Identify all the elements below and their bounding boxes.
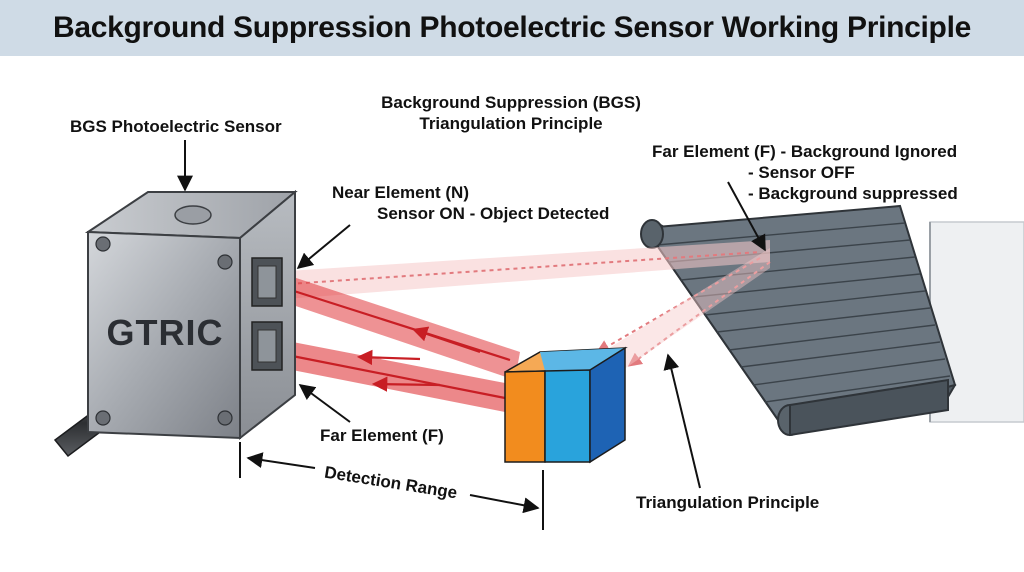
near-element-label: Near Element (N) Sensor ON - Object Dete… xyxy=(332,182,609,224)
callout-arrows xyxy=(177,140,766,489)
screw-icon xyxy=(95,236,111,252)
screw-icon xyxy=(217,254,233,270)
detection-beams xyxy=(271,270,520,412)
title-bar: Background Suppression Photoelectric Sen… xyxy=(0,0,1024,56)
near-element-line2: Sensor ON - Object Detected xyxy=(377,204,610,223)
screw-icon xyxy=(95,410,111,426)
bgs-title-line1: Background Suppression (BGS) xyxy=(381,93,641,112)
sensor-top-button xyxy=(174,205,212,225)
far-background-line1: Far Element (F) - Background Ignored xyxy=(652,142,958,161)
detection-range-dimension xyxy=(239,442,544,530)
far-background-label: Far Element (F) - Background Ignored - S… xyxy=(652,141,958,204)
bgs-title-line2: Triangulation Principle xyxy=(419,114,603,133)
sensor-body xyxy=(84,189,298,441)
background-beams xyxy=(272,240,771,372)
triangulation-label: Triangulation Principle xyxy=(636,493,820,512)
sensor-label: BGS Photoelectric Sensor xyxy=(70,117,282,136)
page-title: Background Suppression Photoelectric Sen… xyxy=(53,11,971,44)
detection-range-label: Detection Range xyxy=(323,463,458,503)
brand-logo: GTRIC xyxy=(107,312,224,353)
target-cube xyxy=(504,346,628,464)
near-element-line1: Near Element (N) xyxy=(332,183,469,202)
far-background-line2: - Sensor OFF xyxy=(748,163,855,182)
far-element-label: Far Element (F) xyxy=(320,426,444,445)
bgs-title: Background Suppression (BGS) Triangulati… xyxy=(366,92,656,134)
far-background-line3: - Background suppressed xyxy=(748,184,958,203)
screw-icon xyxy=(217,410,233,426)
conveyor-roller-near xyxy=(640,219,664,249)
